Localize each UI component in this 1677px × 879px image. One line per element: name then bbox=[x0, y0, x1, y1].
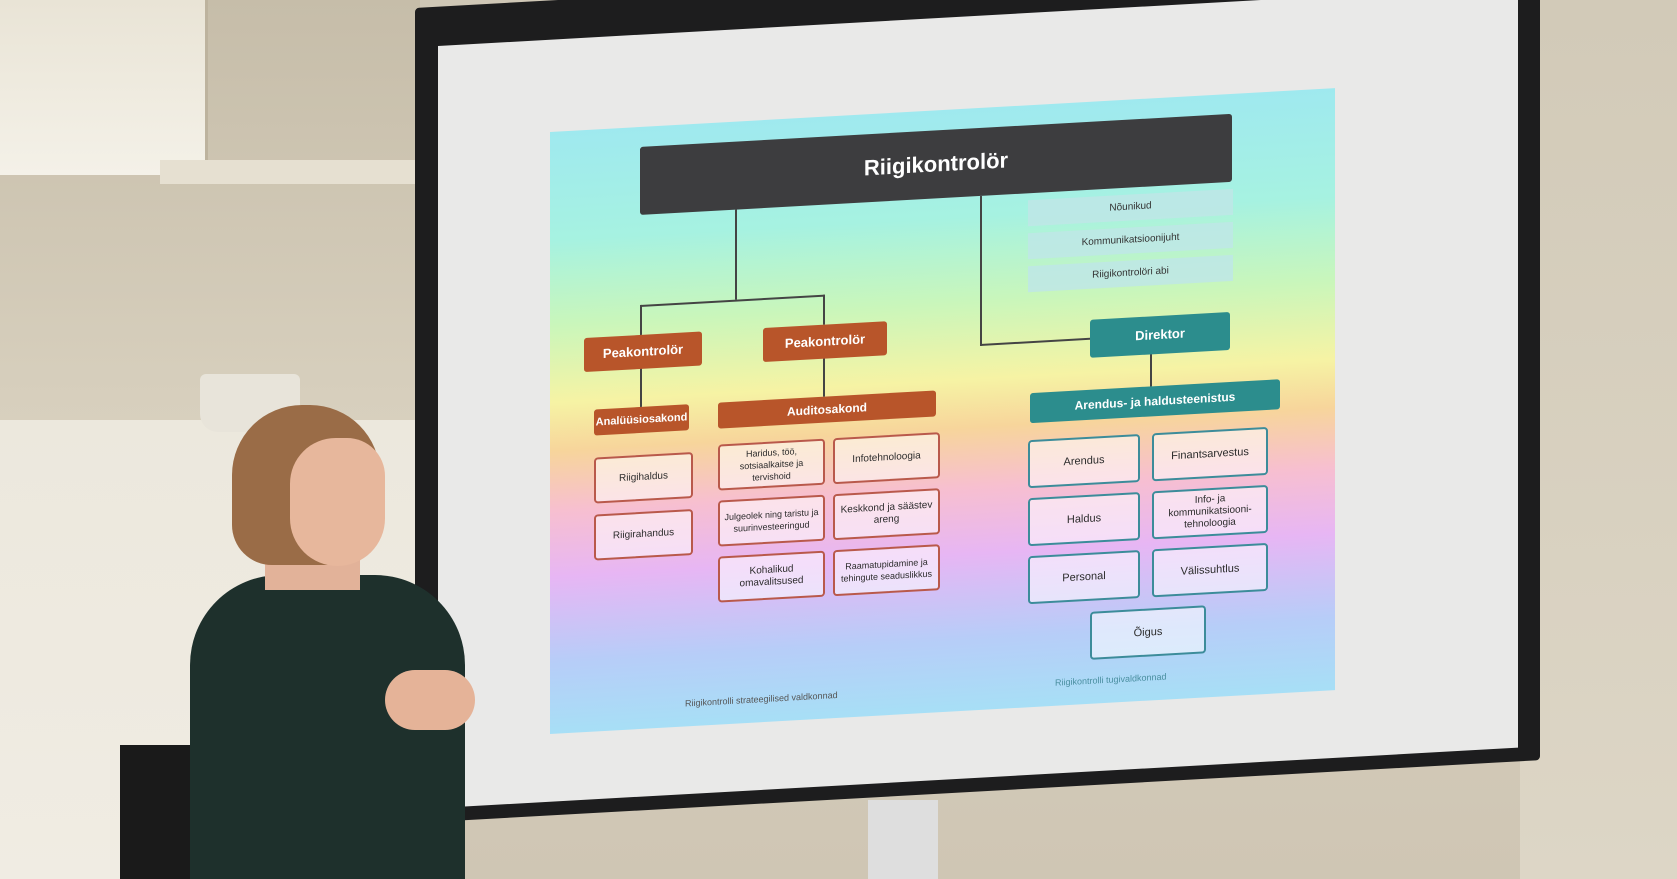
chief-controller-box: Peakontrolör bbox=[763, 321, 887, 363]
support-item: Finantsarvestus bbox=[1152, 426, 1268, 482]
support-item: Info- ja kommunikatsiooni-tehnoloogia bbox=[1152, 484, 1268, 540]
connector-line bbox=[640, 366, 642, 407]
advisor-box: Nõunikud bbox=[1028, 188, 1233, 227]
presenter-hands bbox=[385, 670, 475, 730]
connector-line bbox=[823, 294, 825, 325]
advisor-box: Riigikontrolöri abi bbox=[1028, 254, 1233, 293]
presenter-face bbox=[290, 438, 385, 566]
support-item: Välissuhtlus bbox=[1152, 542, 1268, 598]
presentation-slide: Riigikontrolör Nõunikud Kommunikatsiooni… bbox=[550, 88, 1335, 734]
support-item: Õigus bbox=[1090, 605, 1206, 660]
audit-department: Auditosakond bbox=[718, 390, 936, 429]
connector-line bbox=[735, 209, 737, 300]
right-wall bbox=[1520, 0, 1677, 879]
footer-support: Riigikontrolli tugivaldkonnad bbox=[1055, 671, 1167, 688]
chief-controller-box: Peakontrolör bbox=[584, 331, 702, 373]
support-item: Personal bbox=[1028, 550, 1140, 605]
audit-item: Haridus, töö, sotsiaalkaitse ja tervisho… bbox=[718, 438, 825, 491]
advisor-box: Kommunikatsioonijuht bbox=[1028, 221, 1233, 260]
audit-item: Kohalikud omavalitsused bbox=[718, 550, 825, 603]
analysis-item: Riigirahandus bbox=[594, 509, 693, 561]
audit-item: Infotehnoloogia bbox=[833, 432, 940, 485]
connector-line bbox=[980, 337, 1090, 346]
analysis-department: Analüüsiosakond bbox=[594, 404, 689, 436]
analysis-item: Riigihaldus bbox=[594, 452, 693, 504]
window-niche bbox=[0, 0, 208, 175]
display-stand bbox=[868, 800, 938, 879]
support-department: Arendus- ja haldusteenistus bbox=[1030, 379, 1280, 424]
connector-line bbox=[640, 294, 825, 307]
connector-line bbox=[640, 304, 642, 335]
support-item: Arendus bbox=[1028, 434, 1140, 489]
footer-strategic: Riigikontrolli strateegilised valdkonnad bbox=[685, 689, 838, 709]
audit-item: Raamatupidamine ja tehingute seaduslikku… bbox=[833, 544, 940, 597]
audit-item: Keskkond ja säästev areng bbox=[833, 488, 940, 541]
window-ledge bbox=[160, 160, 430, 184]
connector-line bbox=[980, 195, 982, 346]
audit-item: Julgeolek ning taristu ja suurinvesteeri… bbox=[718, 494, 825, 547]
director-box: Direktor bbox=[1090, 311, 1230, 358]
support-item: Haldus bbox=[1028, 492, 1140, 547]
connector-line bbox=[823, 356, 825, 397]
